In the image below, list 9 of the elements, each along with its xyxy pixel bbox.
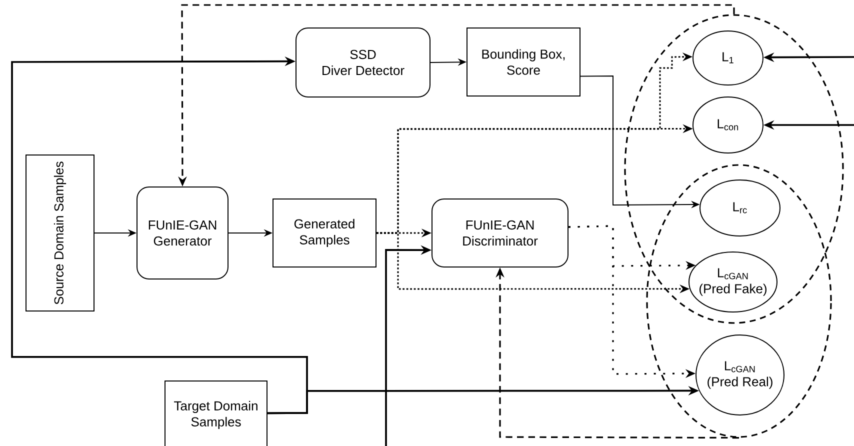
data-box: Bounding Box, Score [466,28,580,96]
data-box: Source Domain Samples [26,154,94,312]
process-box: SSD Diver Detector [296,28,430,98]
process-box: FUnIE-GAN Generator [136,186,228,280]
dashed-ellipse [624,14,844,324]
process-box: FUnIE-GAN Discriminator [432,198,568,268]
data-box: Target Domain Samples [164,380,268,446]
dashed-ellipse [646,164,832,438]
data-box: Generated Samples [272,198,376,268]
